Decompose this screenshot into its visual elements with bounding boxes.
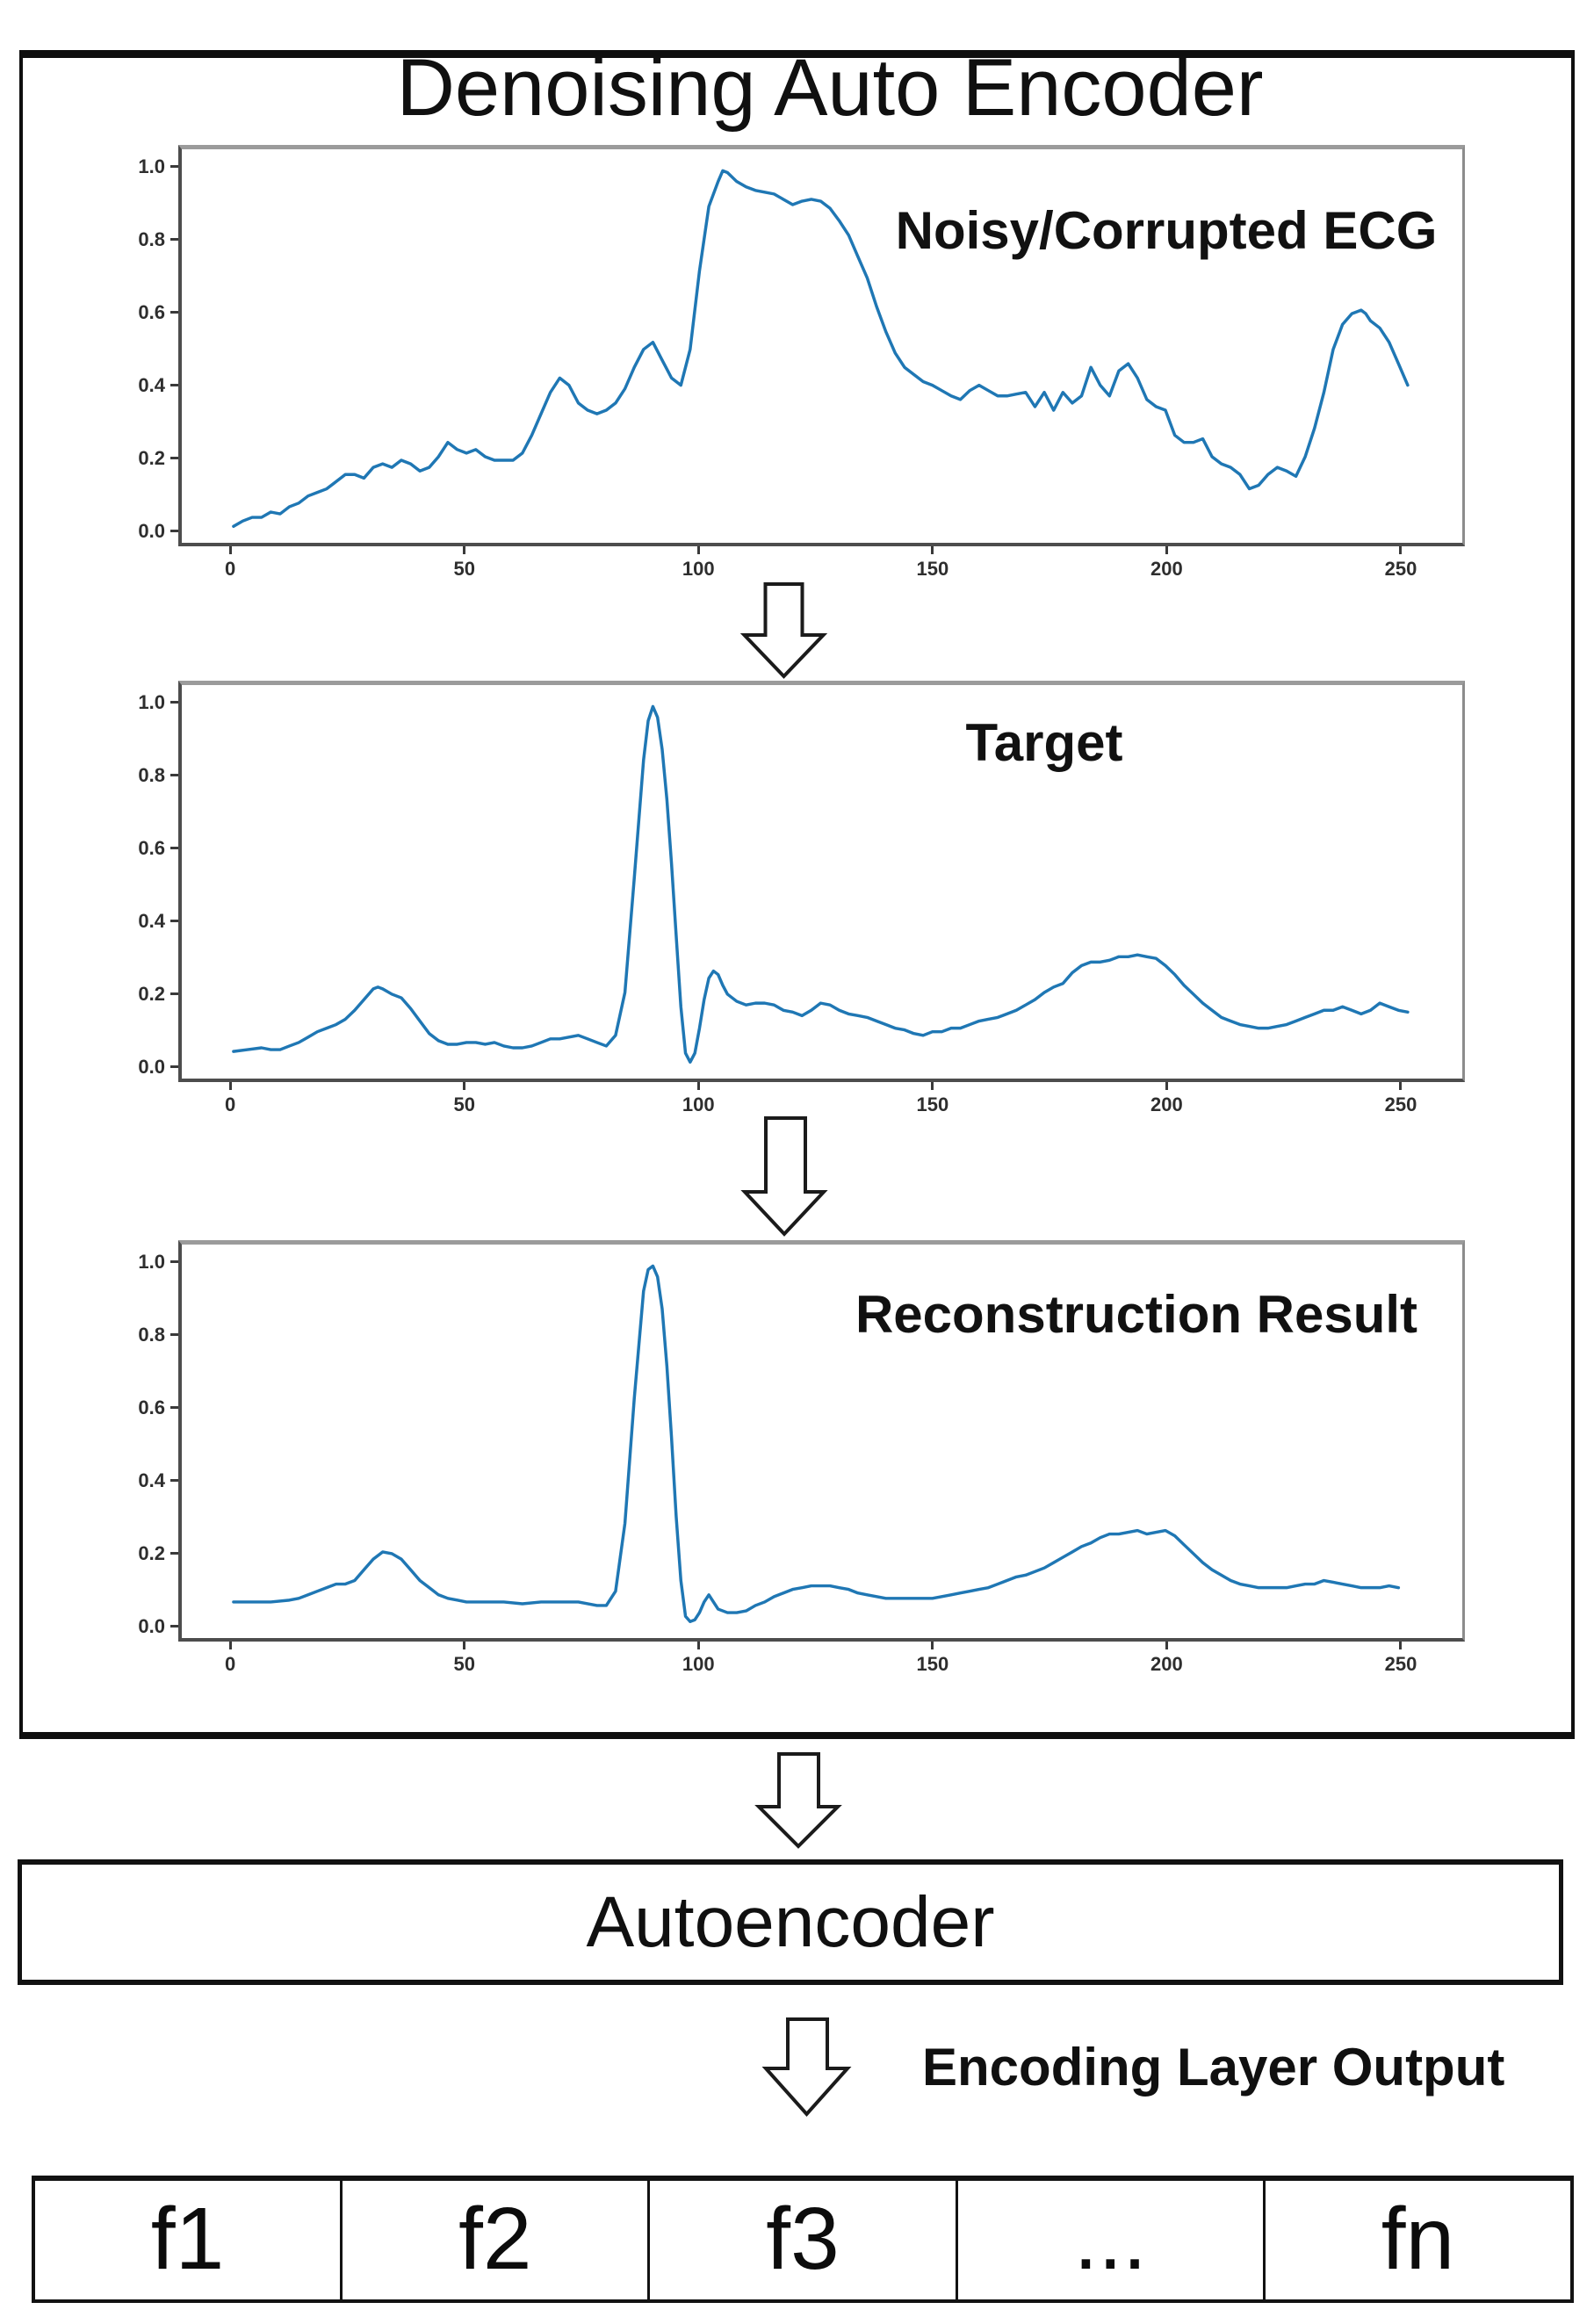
x-tick-label: 200: [1150, 1653, 1183, 1675]
ecg-line-plot: [232, 1264, 1401, 1623]
y-tick-label: 0.2: [138, 446, 165, 469]
y-tick-label: 0.2: [138, 982, 165, 1005]
x-tick-mark: [1165, 546, 1168, 554]
y-tick-label: 0.8: [138, 227, 165, 250]
x-tick-mark: [696, 1082, 700, 1090]
y-tick-mark: [170, 1065, 178, 1069]
y-tick-mark: [170, 384, 178, 387]
y-tick-mark: [170, 311, 178, 314]
x-tick-label: 0: [225, 1093, 236, 1115]
autoencoder-box: Autoencoder: [18, 1859, 1563, 1985]
x-tick-mark: [228, 1082, 232, 1090]
x-tick-label: 150: [916, 1653, 949, 1675]
x-tick-mark: [1399, 546, 1403, 554]
feature-cell: f3: [650, 2181, 958, 2299]
page-title: Denoising Auto Encoder: [396, 43, 1264, 133]
autoencoder-label: Autoencoder: [586, 1881, 995, 1962]
x-tick-mark: [228, 1642, 232, 1649]
y-tick-mark: [170, 920, 178, 923]
signal-line-noisy_ecg: [232, 169, 1410, 528]
y-tick-mark: [170, 847, 178, 850]
y-tick-label: 0.0: [138, 1614, 165, 1637]
x-tick-label: 150: [916, 1093, 949, 1115]
down-arrow-icon: [761, 2017, 852, 2118]
feature-cell: f2: [343, 2181, 651, 2299]
y-tick-mark: [170, 1479, 178, 1483]
x-tick-mark: [463, 1642, 466, 1649]
x-tick-label: 0: [225, 1653, 236, 1675]
chart-title-label: Target: [965, 713, 1123, 772]
x-tick-label: 150: [916, 558, 949, 580]
chart-title-label: Noisy/Corrupted ECG: [895, 201, 1438, 260]
y-tick-label: 0.8: [138, 1323, 165, 1346]
x-tick-mark: [1399, 1642, 1403, 1649]
y-tick-label: 0.6: [138, 300, 165, 323]
x-tick-label: 250: [1384, 1653, 1417, 1675]
x-tick-mark: [931, 1082, 934, 1090]
y-tick-mark: [170, 1333, 178, 1337]
x-tick-mark: [463, 546, 466, 554]
y-tick-mark: [170, 165, 178, 169]
x-tick-label: 50: [453, 1653, 475, 1675]
x-tick-label: 100: [682, 1093, 715, 1115]
y-tick-label: 0.8: [138, 763, 165, 786]
y-tick-label: 0.4: [138, 1469, 165, 1491]
feature-cell: fn: [1381, 2190, 1455, 2288]
y-tick-mark: [170, 701, 178, 704]
y-tick-mark: [170, 774, 178, 777]
x-tick-label: 50: [453, 558, 475, 580]
reconstruction-ecg-chart: [178, 1240, 1465, 1642]
noisy-ecg-chart: [178, 145, 1465, 546]
x-tick-label: 50: [453, 1093, 475, 1115]
feature-cell: ...: [958, 2181, 1266, 2299]
y-tick-label: 1.0: [138, 155, 165, 177]
y-tick-mark: [170, 457, 178, 460]
x-tick-mark: [931, 1642, 934, 1649]
y-tick-label: 0.6: [138, 836, 165, 859]
down-arrow-icon: [754, 1752, 842, 1849]
x-tick-label: 200: [1150, 1093, 1183, 1115]
y-tick-label: 0.2: [138, 1541, 165, 1564]
target-ecg-chart: [178, 681, 1465, 1082]
signal-line-target_ecg: [232, 704, 1410, 1064]
x-tick-mark: [696, 546, 700, 554]
x-tick-label: 100: [682, 558, 715, 580]
y-tick-mark: [170, 1406, 178, 1410]
y-tick-mark: [170, 1625, 178, 1628]
y-tick-label: 0.0: [138, 1055, 165, 1078]
x-tick-mark: [228, 546, 232, 554]
encoding-layer-output-label: Encoding Layer Output: [922, 2038, 1505, 2097]
feature-cell: f1: [35, 2181, 343, 2299]
x-tick-label: 0: [225, 558, 236, 580]
y-tick-label: 0.4: [138, 373, 165, 396]
x-tick-label: 250: [1384, 558, 1417, 580]
x-tick-mark: [931, 546, 934, 554]
x-tick-mark: [1165, 1642, 1168, 1649]
x-tick-mark: [1399, 1082, 1403, 1090]
x-tick-label: 100: [682, 1653, 715, 1675]
y-tick-label: 0.0: [138, 519, 165, 542]
x-tick-mark: [463, 1082, 466, 1090]
y-tick-mark: [170, 1260, 178, 1264]
y-tick-label: 1.0: [138, 690, 165, 713]
y-tick-mark: [170, 992, 178, 996]
y-tick-label: 0.4: [138, 909, 165, 932]
x-tick-mark: [1165, 1082, 1168, 1090]
ecg-line-plot: [232, 169, 1410, 528]
y-tick-mark: [170, 238, 178, 242]
x-tick-mark: [696, 1642, 700, 1649]
y-tick-label: 1.0: [138, 1250, 165, 1273]
y-tick-mark: [170, 1552, 178, 1555]
y-tick-mark: [170, 530, 178, 533]
x-tick-label: 200: [1150, 558, 1183, 580]
chart-title-label: Reconstruction Result: [855, 1285, 1418, 1344]
x-tick-label: 250: [1384, 1093, 1417, 1115]
ecg-line-plot: [232, 704, 1410, 1064]
signal-line-reconstructed_ecg: [232, 1264, 1401, 1623]
y-tick-label: 0.6: [138, 1396, 165, 1418]
